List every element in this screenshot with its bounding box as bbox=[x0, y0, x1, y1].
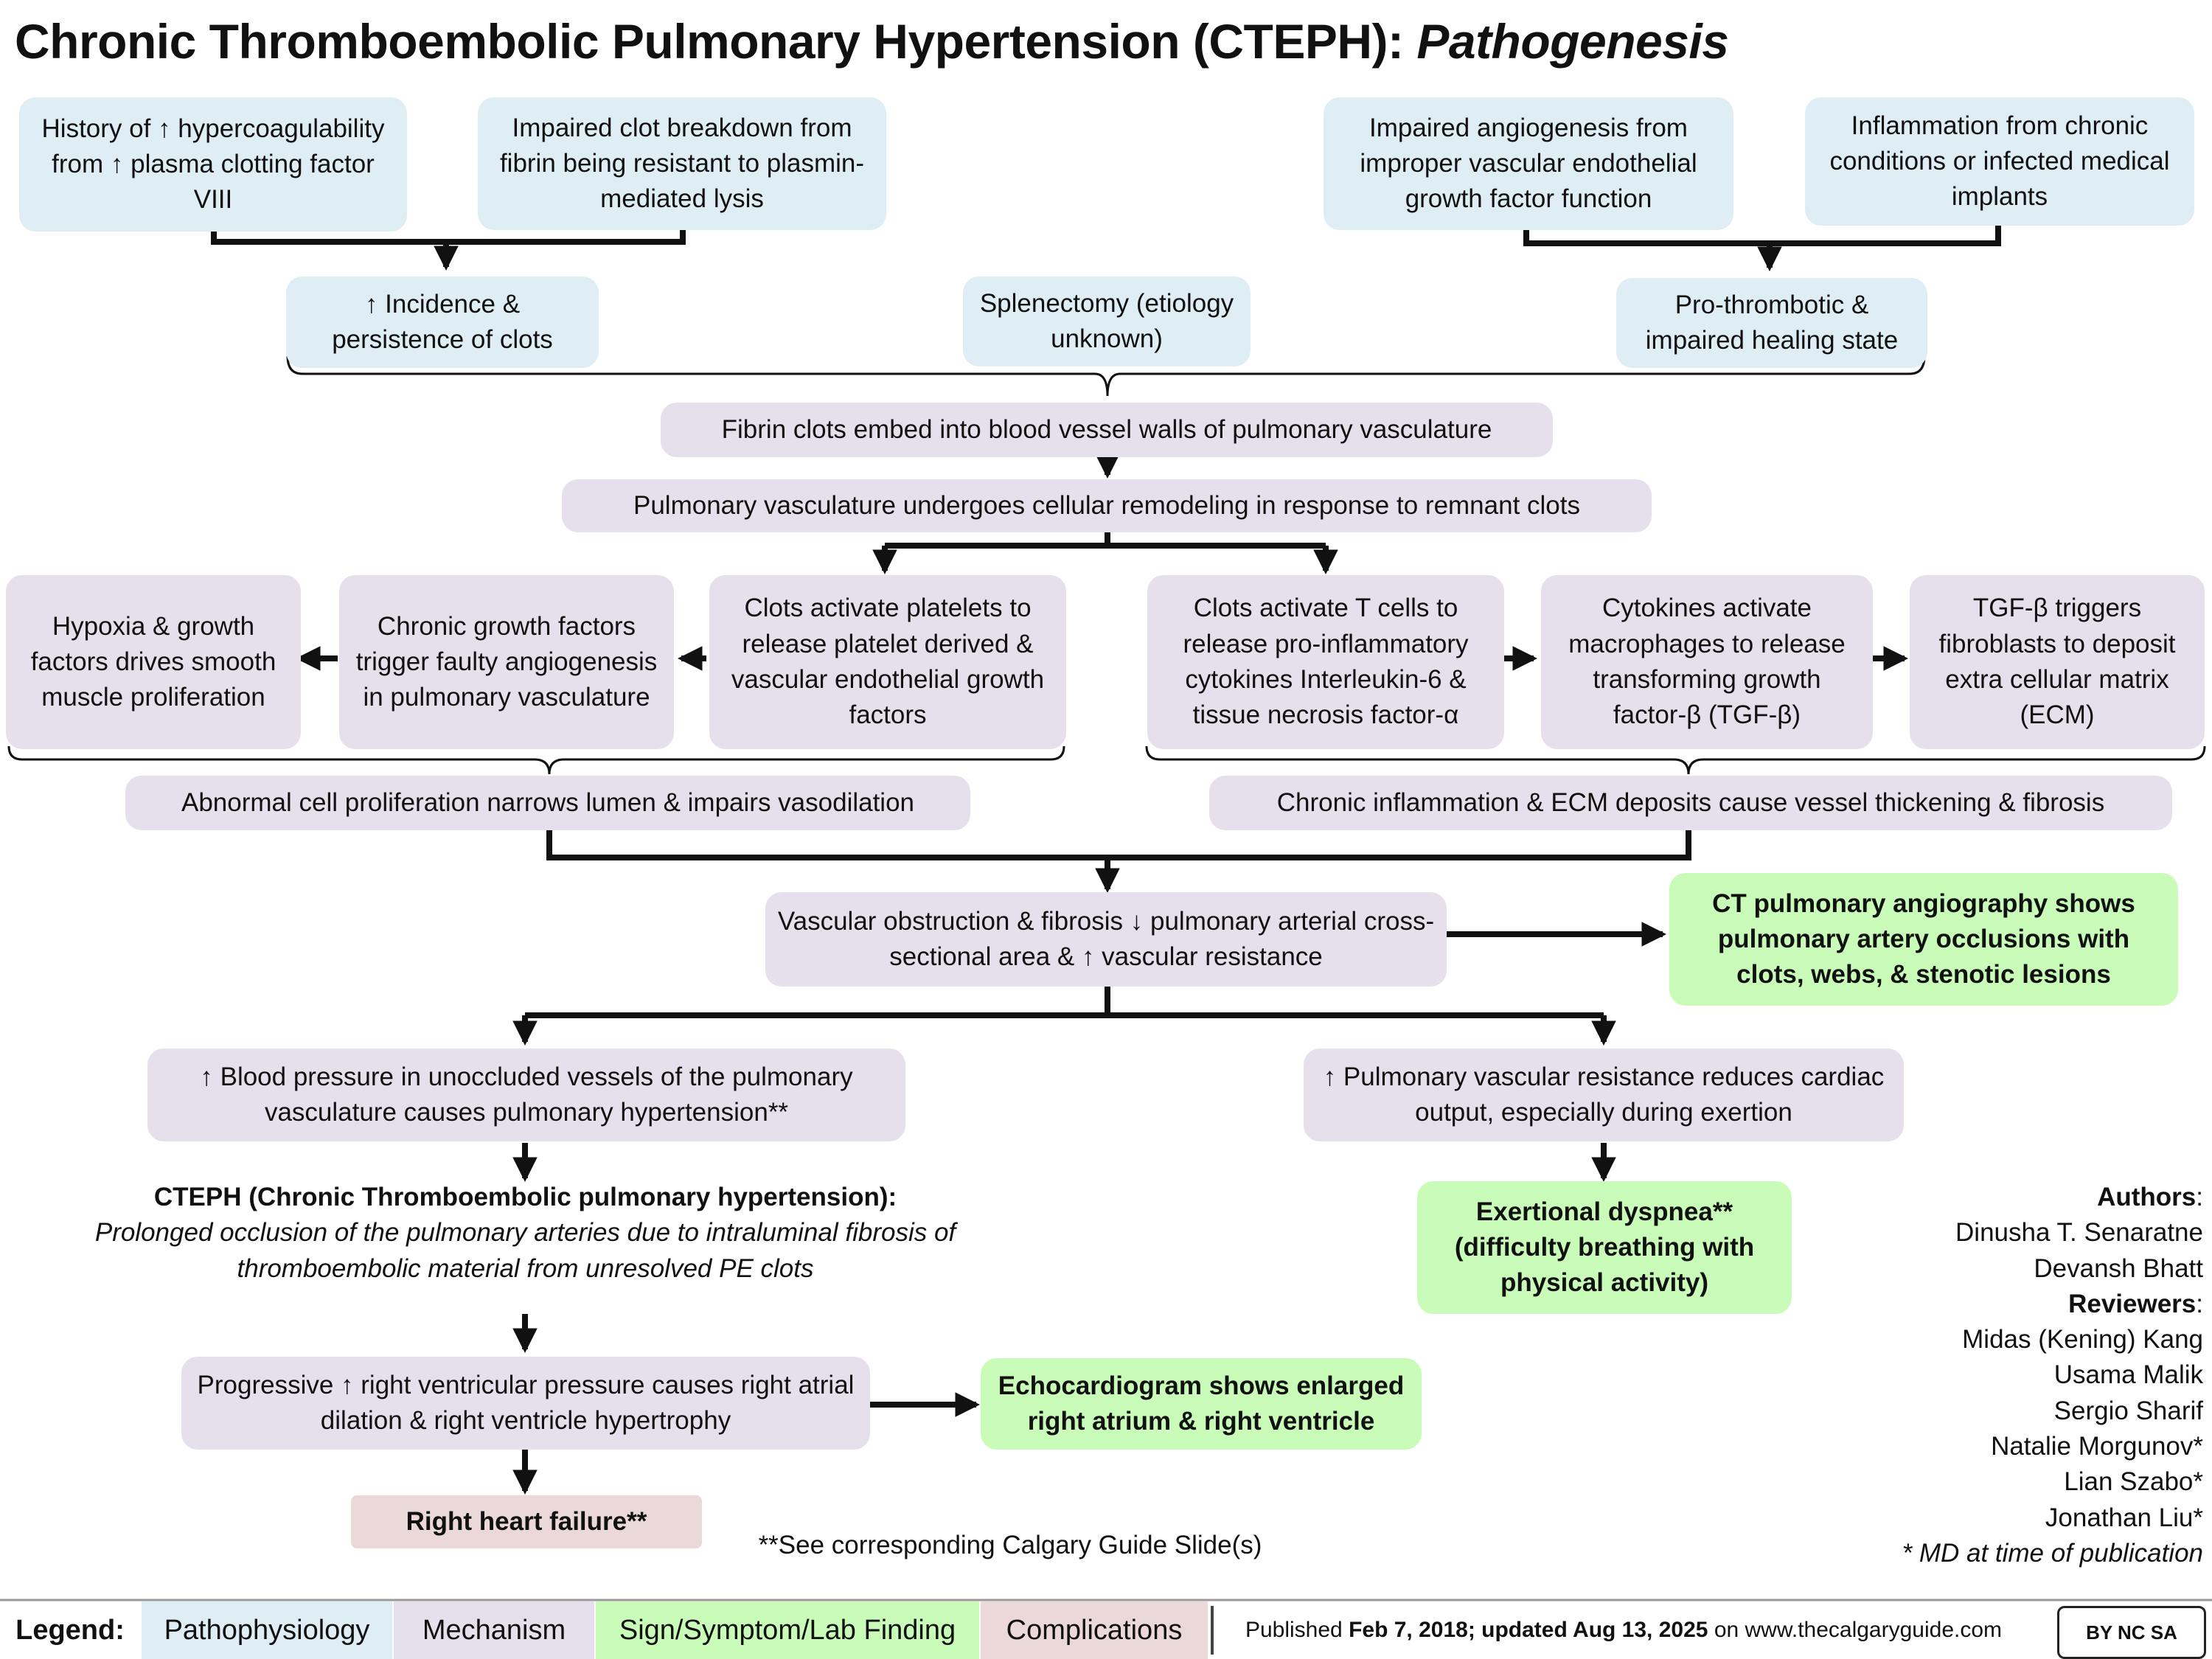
legend-bar: Legend: Pathophysiology Mechanism Sign/S… bbox=[0, 1601, 2212, 1659]
node-dyspnea-text: Exertional dyspnea** (difficulty breathi… bbox=[1454, 1197, 1755, 1298]
node-chronic-growth: Chronic growth factors trigger faulty an… bbox=[339, 575, 674, 749]
node-chronic-inflammation-text: Chronic inflammation & ECM deposits caus… bbox=[1276, 787, 2105, 817]
node-splenectomy: Splenectomy (etiology unknown) bbox=[963, 276, 1251, 366]
published-line: Published Feb 7, 2018; updated Aug 13, 2… bbox=[1218, 1601, 2029, 1659]
node-chronic-inflammation: Chronic inflammation & ECM deposits caus… bbox=[1209, 776, 2172, 830]
cteph-definition: CTEPH (Chronic Thromboembolic pulmonary … bbox=[15, 1180, 1036, 1287]
node-incidence: ↑ Incidence & persistence of clots bbox=[286, 276, 599, 368]
author-1: Dinusha T. Senaratne bbox=[1955, 1218, 2203, 1248]
node-obstruction-text: Vascular obstruction & fibrosis ↓ pulmon… bbox=[777, 906, 1435, 971]
node-pvr-text: ↑ Pulmonary vascular resistance reduces … bbox=[1323, 1062, 1885, 1127]
authors-block: Authors: Dinusha T. Senaratne Devansh Bh… bbox=[1902, 1180, 2203, 1571]
published-dates: Feb 7, 2018; updated Aug 13, 2025 bbox=[1349, 1618, 1708, 1642]
node-incidence-text: ↑ Incidence & persistence of clots bbox=[332, 289, 553, 354]
node-prothrombotic: Pro-thrombotic & impaired healing state bbox=[1616, 278, 1927, 368]
node-right-heart-failure-text: Right heart failure** bbox=[406, 1506, 647, 1536]
license-text: BY NC SA bbox=[2086, 1621, 2177, 1644]
node-splenectomy-text: Splenectomy (etiology unknown) bbox=[979, 288, 1234, 353]
node-hypoxia: Hypoxia & growth factors drives smooth m… bbox=[6, 575, 301, 749]
node-ct-angiography-text: CT pulmonary angiography shows pulmonary… bbox=[1712, 888, 2135, 990]
cteph-definition-title: CTEPH (Chronic Thromboembolic pulmonary … bbox=[153, 1183, 897, 1211]
node-rv-pressure-text: Progressive ↑ right ventricular pressure… bbox=[197, 1370, 855, 1435]
md-note: * MD at time of publication bbox=[1902, 1538, 2203, 1568]
node-ct-angiography: CT pulmonary angiography shows pulmonary… bbox=[1669, 873, 2178, 1006]
node-abnormal-proliferation-text: Abnormal cell proliferation narrows lume… bbox=[181, 787, 915, 817]
node-hypoxia-text: Hypoxia & growth factors drives smooth m… bbox=[30, 611, 276, 712]
node-rv-pressure: Progressive ↑ right ventricular pressure… bbox=[181, 1357, 870, 1450]
node-platelets-text: Clots activate platelets to release plat… bbox=[731, 594, 1045, 730]
reviewer-1: Midas (Kening) Kang bbox=[1962, 1325, 2203, 1354]
author-2: Devansh Bhatt bbox=[2034, 1253, 2203, 1283]
node-platelets: Clots activate platelets to release plat… bbox=[709, 575, 1066, 749]
node-cytokines-text: Cytokines activate macrophages to releas… bbox=[1568, 594, 1846, 730]
published-prefix: Published bbox=[1245, 1618, 1343, 1642]
node-echocardiogram-text: Echocardiogram shows enlarged right atri… bbox=[998, 1371, 1405, 1436]
title-sub: Pathogenesis bbox=[1416, 14, 1729, 69]
node-impaired-clot-text: Impaired clot breakdown from fibrin bein… bbox=[499, 113, 865, 214]
reviewer-5: Lian Szabo* bbox=[2064, 1467, 2203, 1497]
node-tgf-text: TGF-β triggers fibroblasts to deposit ex… bbox=[1938, 594, 2176, 730]
authors-label: Authors bbox=[2097, 1183, 2197, 1211]
node-cytokines: Cytokines activate macrophages to releas… bbox=[1541, 575, 1873, 749]
node-echocardiogram: Echocardiogram shows enlarged right atri… bbox=[981, 1358, 1422, 1450]
node-dyspnea: Exertional dyspnea** (difficulty breathi… bbox=[1417, 1181, 1792, 1314]
cc-license-icon: BY NC SA bbox=[2057, 1606, 2206, 1659]
node-fibrin-embed: Fibrin clots embed into blood vessel wal… bbox=[661, 403, 1553, 457]
merge-to-obstruction bbox=[546, 824, 1691, 860]
node-pvr: ↑ Pulmonary vascular resistance reduces … bbox=[1304, 1048, 1904, 1141]
see-slide-note: **See corresponding Calgary Guide Slide(… bbox=[758, 1531, 1262, 1559]
brace-top-row bbox=[286, 355, 1926, 397]
node-abnormal-proliferation: Abnormal cell proliferation narrows lume… bbox=[125, 776, 970, 830]
legend-divider bbox=[1211, 1606, 1214, 1655]
brace-left-row bbox=[7, 745, 1065, 775]
node-impaired-angiogenesis-text: Impaired angiogenesis from improper vasc… bbox=[1360, 113, 1697, 214]
page-title: Chronic Thromboembolic Pulmonary Hyperte… bbox=[15, 13, 1729, 69]
node-right-heart-failure: Right heart failure** bbox=[351, 1495, 702, 1548]
reviewers-label: Reviewers bbox=[2068, 1289, 2197, 1318]
node-tgf: TGF-β triggers fibroblasts to deposit ex… bbox=[1910, 575, 2205, 749]
node-impaired-angiogenesis: Impaired angiogenesis from improper vasc… bbox=[1324, 97, 1733, 230]
node-history-text: History of ↑ hypercoagulability from ↑ p… bbox=[41, 114, 385, 215]
legend-mechanism: Mechanism bbox=[394, 1601, 594, 1659]
node-obstruction: Vascular obstruction & fibrosis ↓ pulmon… bbox=[765, 892, 1447, 987]
node-prothrombotic-text: Pro-thrombotic & impaired healing state bbox=[1645, 290, 1899, 355]
node-blood-pressure: ↑ Blood pressure in unoccluded vessels o… bbox=[147, 1048, 905, 1141]
node-tcells: Clots activate T cells to release pro-in… bbox=[1147, 575, 1504, 749]
node-chronic-growth-text: Chronic growth factors trigger faulty an… bbox=[355, 611, 658, 712]
reviewer-4: Natalie Morgunov* bbox=[1991, 1432, 2203, 1461]
node-remodeling: Pulmonary vasculature undergoes cellular… bbox=[562, 479, 1652, 532]
title-main: Chronic Thromboembolic Pulmonary Hyperte… bbox=[15, 14, 1404, 69]
legend-pathophysiology: Pathophysiology bbox=[142, 1601, 392, 1659]
legend-complications: Complications bbox=[981, 1601, 1208, 1659]
node-impaired-clot: Impaired clot breakdown from fibrin bein… bbox=[478, 97, 886, 230]
node-remodeling-text: Pulmonary vasculature undergoes cellular… bbox=[633, 490, 1580, 520]
brace-right-row bbox=[1145, 745, 2206, 775]
node-inflammation-text: Inflammation from chronic conditions or … bbox=[1829, 111, 2170, 212]
published-suffix: on www.thecalgaryguide.com bbox=[1714, 1618, 2003, 1642]
legend-label: Legend: bbox=[15, 1614, 125, 1646]
reviewer-3: Sergio Sharif bbox=[2053, 1396, 2203, 1425]
node-blood-pressure-text: ↑ Blood pressure in unoccluded vessels o… bbox=[200, 1062, 853, 1127]
reviewer-6: Jonathan Liu* bbox=[2045, 1503, 2203, 1532]
cteph-definition-body: Prolonged occlusion of the pulmonary art… bbox=[94, 1218, 956, 1283]
node-tcells-text: Clots activate T cells to release pro-in… bbox=[1183, 594, 1469, 730]
split-obstruction bbox=[525, 987, 1604, 1018]
reviewer-2: Usama Malik bbox=[2053, 1360, 2203, 1390]
legend-sign: Sign/Symptom/Lab Finding bbox=[596, 1601, 979, 1659]
node-fibrin-embed-text: Fibrin clots embed into blood vessel wal… bbox=[721, 414, 1492, 444]
link-angio-prothrombotic bbox=[1523, 225, 2001, 246]
node-inflammation: Inflammation from chronic conditions or … bbox=[1805, 97, 2194, 226]
node-history: History of ↑ hypercoagulability from ↑ p… bbox=[19, 97, 407, 232]
